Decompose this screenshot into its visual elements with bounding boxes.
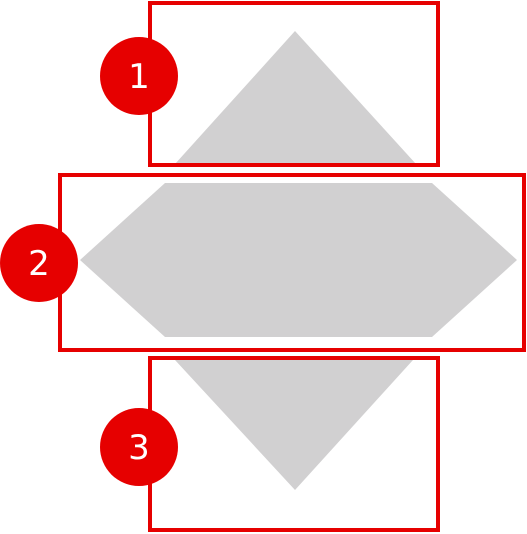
badge-label-3: 3 [128, 428, 150, 468]
diamond-bottom-segment [175, 360, 413, 490]
section-badge-3: 3 [100, 408, 178, 486]
badge-circle-2 [0, 224, 78, 302]
diamond-top-segment [175, 31, 416, 164]
diamond-middle-segment [80, 183, 517, 337]
badge-circle-1 [100, 37, 178, 115]
section-badge-2: 2 [0, 224, 78, 302]
section-badge-1: 1 [100, 37, 178, 115]
badge-label-1: 1 [128, 57, 150, 97]
badge-circle-3 [100, 408, 178, 486]
badge-label-2: 2 [28, 244, 50, 284]
